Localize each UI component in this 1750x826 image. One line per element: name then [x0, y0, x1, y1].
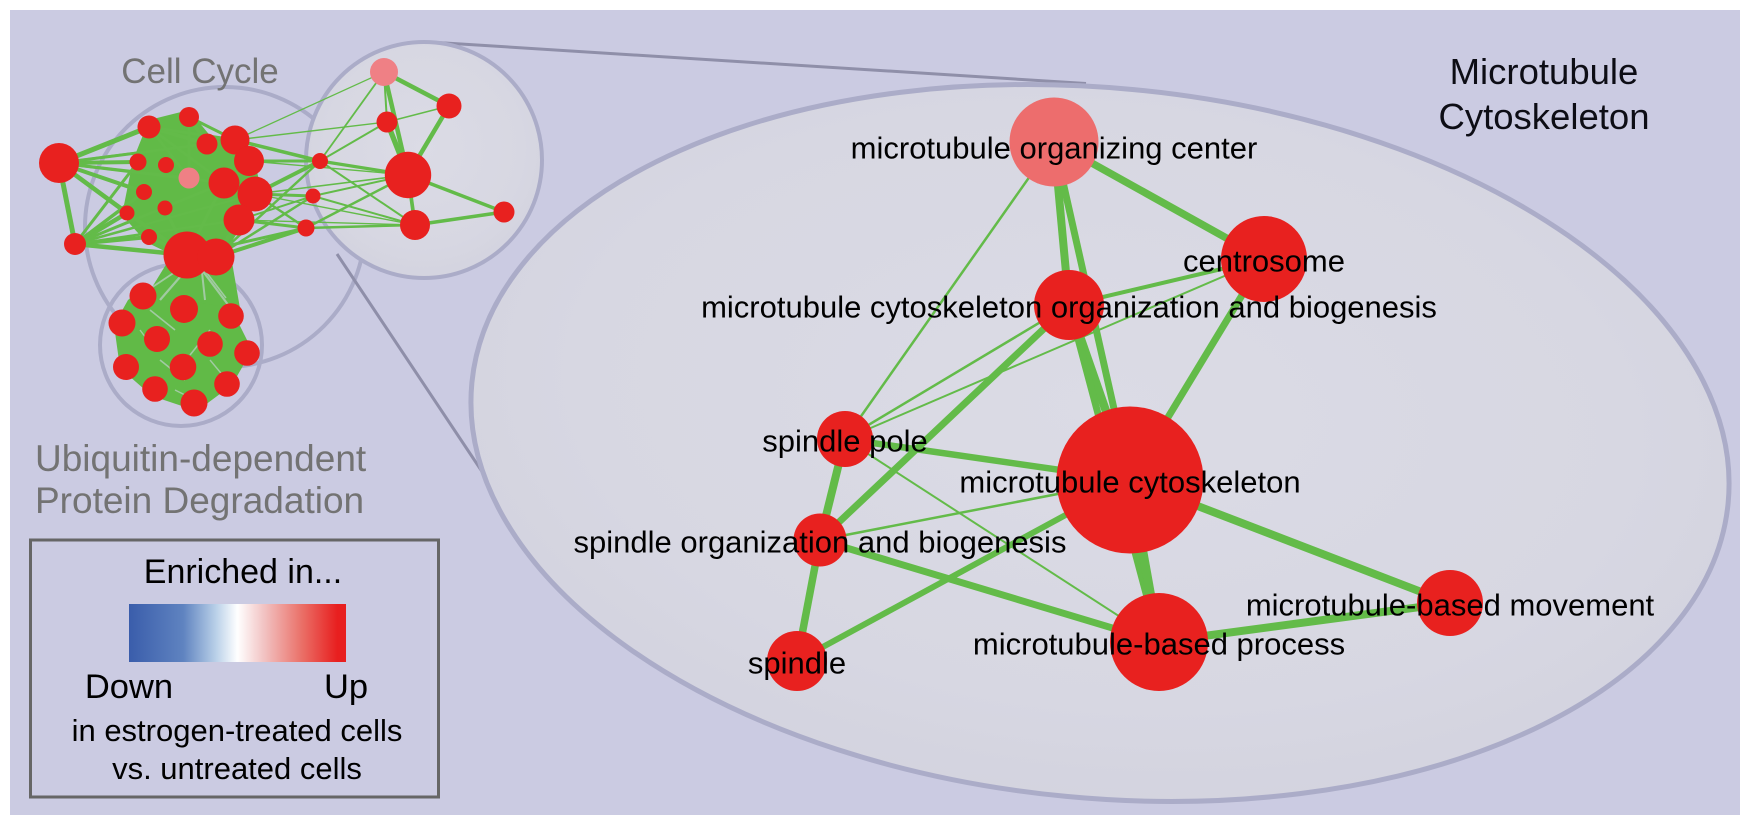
svg-text:Up: Up — [324, 668, 368, 706]
svg-text:microtubule-based process: microtubule-based process — [973, 627, 1345, 662]
svg-text:centrosome: centrosome — [1183, 244, 1345, 279]
svg-text:microtubule cytoskeleton organ: microtubule cytoskeleton organization an… — [701, 290, 1437, 325]
svg-text:Down: Down — [85, 668, 173, 706]
svg-text:Ubiquitin-dependent: Ubiquitin-dependent — [35, 438, 367, 479]
svg-text:spindle: spindle — [748, 646, 846, 681]
svg-text:Microtubule: Microtubule — [1450, 51, 1639, 92]
svg-text:Cytoskeleton: Cytoskeleton — [1439, 96, 1650, 137]
svg-text:Enriched in...: Enriched in... — [144, 553, 342, 591]
svg-text:vs. untreated cells: vs. untreated cells — [112, 751, 362, 786]
svg-text:microtubule-based movement: microtubule-based movement — [1246, 588, 1655, 623]
svg-text:Protein Degradation: Protein Degradation — [35, 480, 364, 521]
svg-text:microtubule cytoskeleton: microtubule cytoskeleton — [959, 465, 1300, 500]
svg-text:Cell Cycle: Cell Cycle — [121, 52, 279, 91]
svg-text:spindle organization and bioge: spindle organization and biogenesis — [574, 525, 1067, 560]
svg-text:spindle pole: spindle pole — [762, 424, 927, 459]
svg-text:microtubule organizing center: microtubule organizing center — [851, 131, 1258, 166]
svg-text:in estrogen-treated cells: in estrogen-treated cells — [72, 713, 403, 748]
